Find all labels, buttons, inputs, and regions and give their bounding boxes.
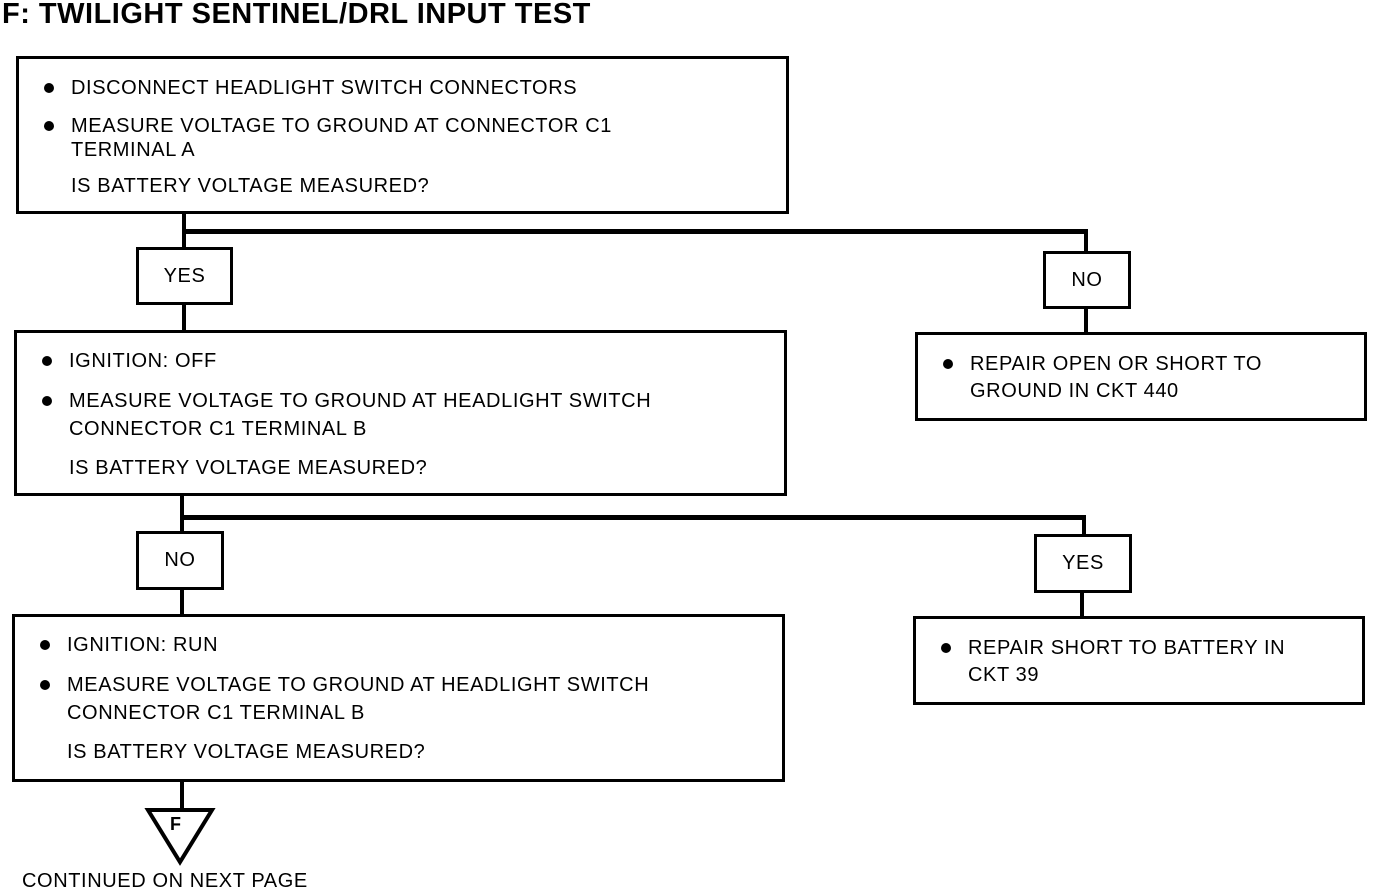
result-2-box: REPAIR SHORT TO BATTERY IN CKT 39: [913, 616, 1365, 705]
yes-label-1: YES: [136, 247, 233, 305]
bullet-icon: [40, 680, 50, 690]
result-2-line-2: CKT 39: [968, 664, 1040, 686]
connector-line: [1080, 591, 1084, 618]
connector-line: [180, 494, 184, 532]
connector-line: [1084, 229, 1088, 252]
step-1-line-2: MEASURE VOLTAGE TO GROUND AT CONNECTOR C…: [71, 115, 612, 137]
step-2-line-2: MEASURE VOLTAGE TO GROUND AT HEADLIGHT S…: [69, 390, 652, 412]
result-1-box: REPAIR OPEN OR SHORT TO GROUND IN CKT 44…: [915, 332, 1367, 421]
no-label-2: NO: [136, 531, 224, 590]
yes-label-2: YES: [1034, 534, 1132, 593]
result-1-line-1: REPAIR OPEN OR SHORT TO: [970, 353, 1263, 375]
connector-line: [182, 229, 1088, 234]
bullet-icon: [44, 121, 54, 131]
connector-line: [180, 588, 184, 616]
step-2-box: IGNITION: OFF MEASURE VOLTAGE TO GROUND …: [14, 330, 787, 496]
step-1-question: IS BATTERY VOLTAGE MEASURED?: [71, 175, 430, 197]
connector-line: [1084, 307, 1088, 335]
step-2-line-3: CONNECTOR C1 TERMINAL B: [69, 418, 367, 440]
no-label-1: NO: [1043, 251, 1131, 309]
page-title: F: TWILIGHT SENTINEL/DRL INPUT TEST: [2, 0, 591, 30]
step-3-box: IGNITION: RUN MEASURE VOLTAGE TO GROUND …: [12, 614, 785, 782]
result-1-line-2: GROUND IN CKT 440: [970, 380, 1179, 402]
bullet-icon: [40, 640, 50, 650]
bullet-icon: [42, 396, 52, 406]
step-1-line-3: TERMINAL A: [71, 139, 196, 161]
bullet-icon: [42, 356, 52, 366]
bullet-icon: [941, 643, 951, 653]
step-3-line-3: CONNECTOR C1 TERMINAL B: [67, 702, 365, 724]
connector-line: [180, 515, 1086, 520]
step-1-box: DISCONNECT HEADLIGHT SWITCH CONNECTORS M…: [16, 56, 789, 214]
result-2-line-1: REPAIR SHORT TO BATTERY IN: [968, 637, 1286, 659]
bullet-icon: [44, 83, 54, 93]
offpage-connector-triangle-icon: [144, 808, 216, 866]
step-3-question: IS BATTERY VOLTAGE MEASURED?: [67, 741, 426, 763]
step-1-line-1: DISCONNECT HEADLIGHT SWITCH CONNECTORS: [71, 77, 578, 99]
offpage-connector-label: F: [170, 814, 181, 834]
continued-text: CONTINUED ON NEXT PAGE: [22, 870, 308, 892]
connector-line: [182, 303, 186, 332]
step-3-line-1: IGNITION: RUN: [67, 634, 219, 656]
connector-line: [1082, 515, 1086, 536]
step-2-question: IS BATTERY VOLTAGE MEASURED?: [69, 457, 428, 479]
step-3-line-2: MEASURE VOLTAGE TO GROUND AT HEADLIGHT S…: [67, 674, 650, 696]
bullet-icon: [943, 359, 953, 369]
step-2-line-1: IGNITION: OFF: [69, 350, 217, 372]
connector-line: [180, 780, 184, 810]
